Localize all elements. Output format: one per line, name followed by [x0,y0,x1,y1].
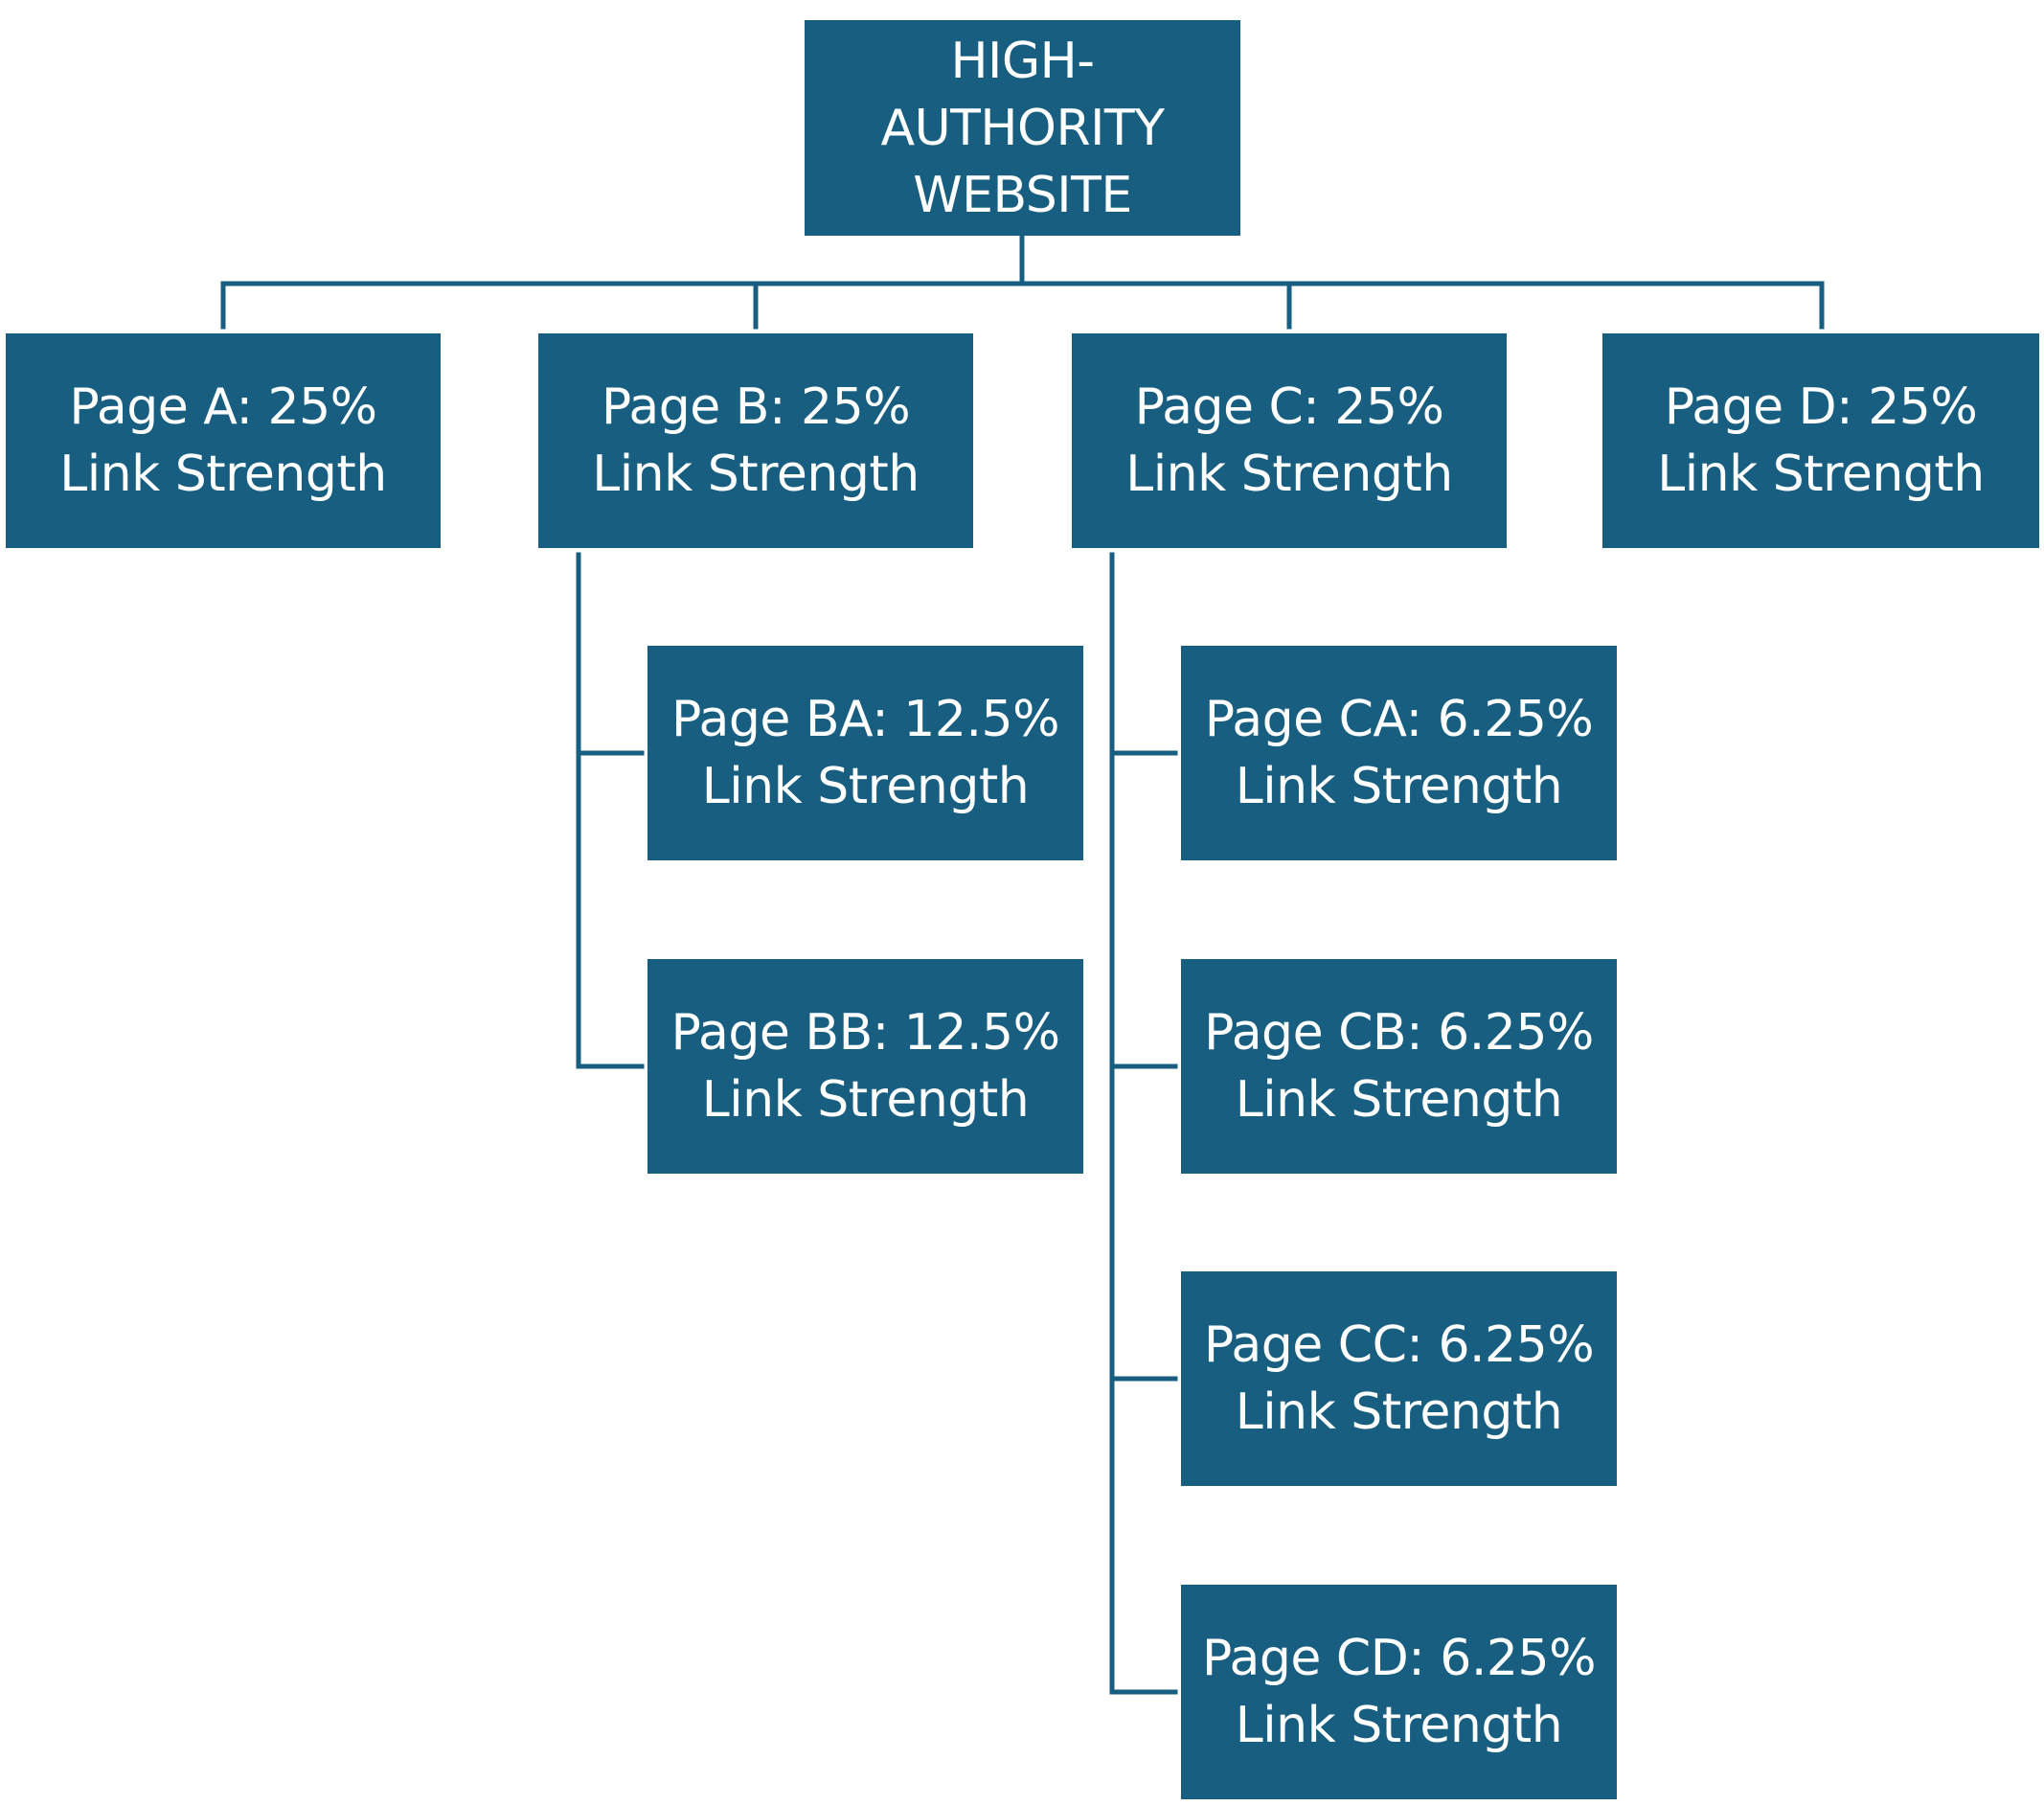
node-subtitle: Link Strength [1235,1071,1563,1129]
node-subtitle: Link Strength [701,758,1030,815]
root-node-high-authority-website: HIGH- AUTHORITY WEBSITE [805,20,1240,236]
node-title: Page D: 25% [1664,378,1978,436]
root-label-line2: AUTHORITY [880,99,1165,157]
node-title: Page A: 25% [69,378,377,436]
node-subtitle: Link Strength [701,1071,1030,1129]
node-page-a: Page A: 25% Link Strength [6,333,441,548]
node-title: Page CA: 6.25% [1204,691,1594,748]
node-page-ba: Page BA: 12.5% Link Strength [647,646,1083,860]
node-page-bb: Page BB: 12.5% Link Strength [647,959,1083,1174]
root-label-line3: WEBSITE [913,166,1132,224]
node-title: Page BB: 12.5% [670,1004,1060,1062]
node-subtitle: Link Strength [1235,758,1563,815]
node-subtitle: Link Strength [1235,1697,1563,1754]
node-page-b: Page B: 25% Link Strength [538,333,973,548]
node-subtitle: Link Strength [1657,446,1985,503]
node-subtitle: Link Strength [1235,1383,1563,1441]
node-subtitle: Link Strength [59,446,387,503]
root-label-line1: HIGH- [950,32,1095,90]
node-title: Page CD: 6.25% [1201,1630,1597,1687]
node-title: Page CB: 6.25% [1204,1004,1594,1062]
node-page-d: Page D: 25% Link Strength [1602,333,2039,548]
node-page-cc: Page CC: 6.25% Link Strength [1181,1271,1617,1486]
node-subtitle: Link Strength [592,446,920,503]
node-title: Page CC: 6.25% [1203,1316,1595,1374]
node-page-ca: Page CA: 6.25% Link Strength [1181,646,1617,860]
node-title: Page C: 25% [1134,378,1444,436]
node-page-c: Page C: 25% Link Strength [1072,333,1507,548]
node-subtitle: Link Strength [1125,446,1453,503]
node-title: Page B: 25% [601,378,911,436]
node-page-cd: Page CD: 6.25% Link Strength [1181,1585,1617,1799]
node-title: Page BA: 12.5% [671,691,1060,748]
node-page-cb: Page CB: 6.25% Link Strength [1181,959,1617,1174]
